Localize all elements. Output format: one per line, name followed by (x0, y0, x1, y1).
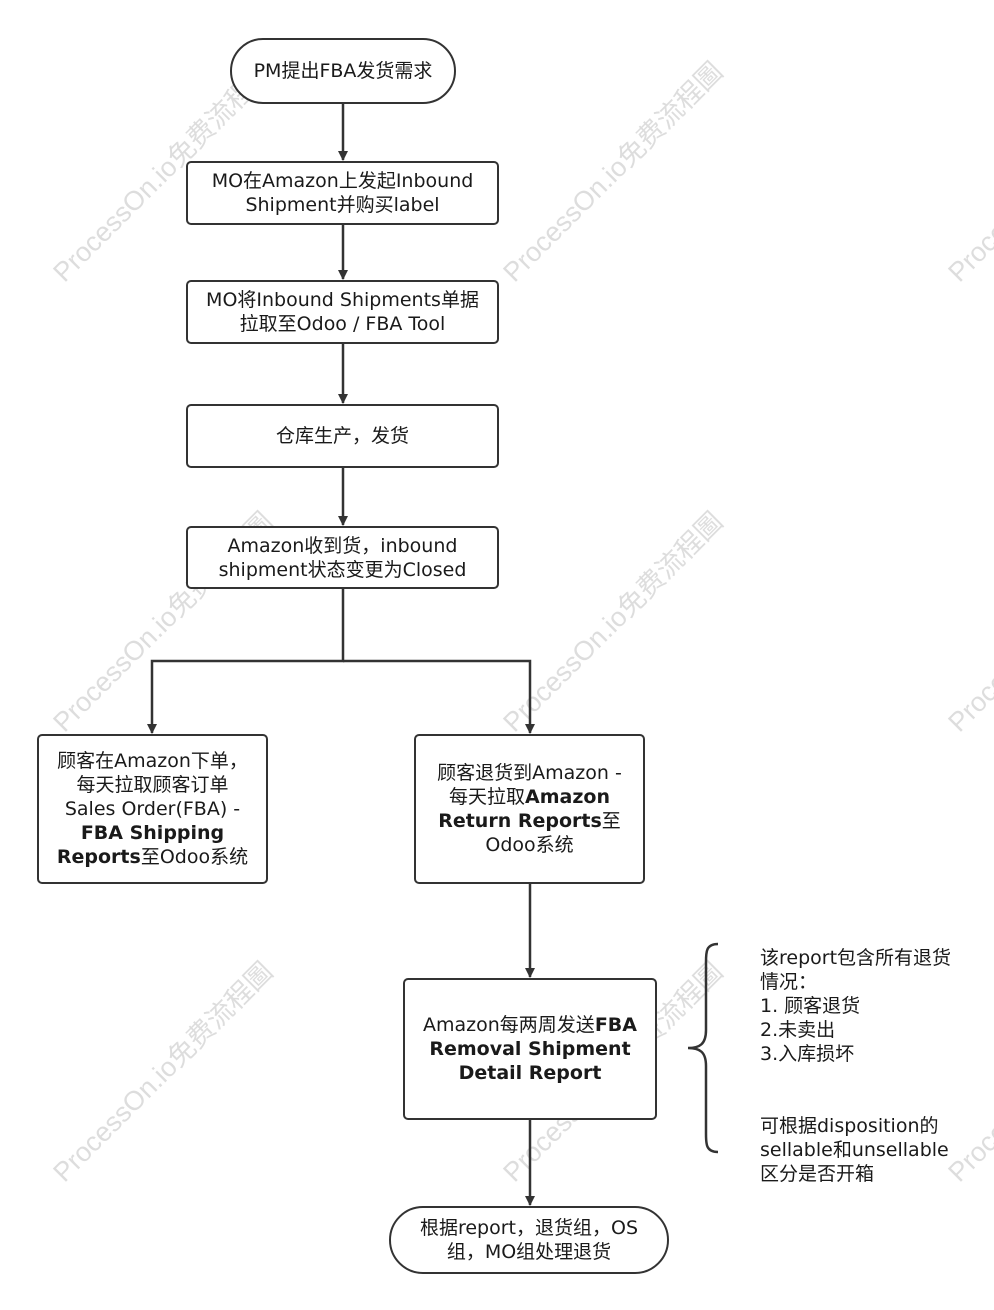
customer-return-line2-bold: Amazon (525, 786, 610, 808)
arrow-received-to-return (343, 659, 535, 734)
arrow-received-to-order (147, 588, 345, 734)
note-line: 该report包含所有退货 (760, 947, 952, 969)
received-line1: Amazon收到货，inbound (227, 534, 458, 557)
customer-order-node[interactable]: 顾客在Amazon下单， 每天拉取顾客订单 Sales Order(FBA) -… (37, 734, 268, 884)
brace-annotation (687, 942, 719, 1154)
start-node[interactable]: PM提出FBA发货需求 (230, 38, 456, 104)
customer-return-line3-bold: Return Reports (438, 810, 602, 832)
customer-order-line1: 顾客在Amazon下单， (57, 750, 248, 772)
customer-order-line2: 每天拉取顾客订单 (76, 774, 229, 796)
customer-order-line4: FBA Shipping (80, 822, 225, 844)
pull-inbound-line1: MO将Inbound Shipments单据 (206, 289, 479, 311)
removal-report-node[interactable]: Amazon每两周发送FBA Removal Shipment Detail R… (403, 978, 657, 1120)
note-line: sellable和unsellable (760, 1139, 949, 1161)
warehouse-node[interactable]: 仓库生产，发货 (186, 404, 499, 468)
create-inbound-node[interactable]: MO在Amazon上发起Inbound Shipment并购买label (186, 161, 499, 225)
removal-line1-pre: Amazon每两周发送 (423, 1014, 595, 1036)
create-inbound-line1: MO在Amazon上发起Inbound (211, 170, 474, 192)
customer-order-line3: Sales Order(FBA) - (64, 798, 241, 820)
customer-order-line5-bold: Reports (56, 846, 141, 868)
customer-order-line5-rest: 至Odoo系统 (140, 846, 249, 868)
annotation-note: 该report包含所有退货 情况： 1. 顾客退货 2.未卖出 3.入库损坏 可… (760, 946, 985, 1186)
customer-return-line1: 顾客退货到Amazon - (437, 762, 622, 784)
removal-line3: Detail Report (458, 1062, 602, 1084)
pull-inbound-node[interactable]: MO将Inbound Shipments单据 拉取至Odoo / FBA Too… (186, 280, 499, 344)
note-line: 3.入库损坏 (760, 1043, 855, 1065)
note-line: 2.未卖出 (760, 1019, 836, 1041)
received-node[interactable]: Amazon收到货，inbound shipment状态变更为Closed (186, 526, 499, 589)
create-inbound-line2: Shipment并购买label (245, 194, 440, 216)
customer-return-line3-rest: 至 (601, 810, 621, 832)
start-node-label: PM提出FBA发货需求 (253, 60, 433, 82)
note-line: 1. 顾客退货 (760, 995, 861, 1017)
removal-line1-bold: FBA (594, 1014, 637, 1036)
pull-inbound-line2: 拉取至Odoo / FBA Tool (239, 313, 446, 335)
note-line: 区分是否开箱 (760, 1163, 875, 1185)
customer-return-node[interactable]: 顾客退货到Amazon - 每天拉取Amazon Return Reports至… (414, 734, 645, 884)
removal-line2: Removal Shipment (429, 1038, 631, 1060)
end-line2: 组，MO组处理退货 (446, 1241, 612, 1263)
note-line: 可根据disposition的 (760, 1115, 939, 1137)
end-node[interactable]: 根据report，退货组，OS 组，MO组处理退货 (389, 1206, 669, 1274)
warehouse-label: 仓库生产，发货 (275, 425, 409, 447)
customer-return-line4: Odoo系统 (485, 834, 574, 856)
received-line2: shipment状态变更为Closed (218, 558, 467, 581)
customer-return-line2-pre: 每天拉取 (449, 786, 526, 808)
end-line1: 根据report，退货组，OS (419, 1217, 639, 1239)
note-line: 情况： (760, 971, 818, 993)
